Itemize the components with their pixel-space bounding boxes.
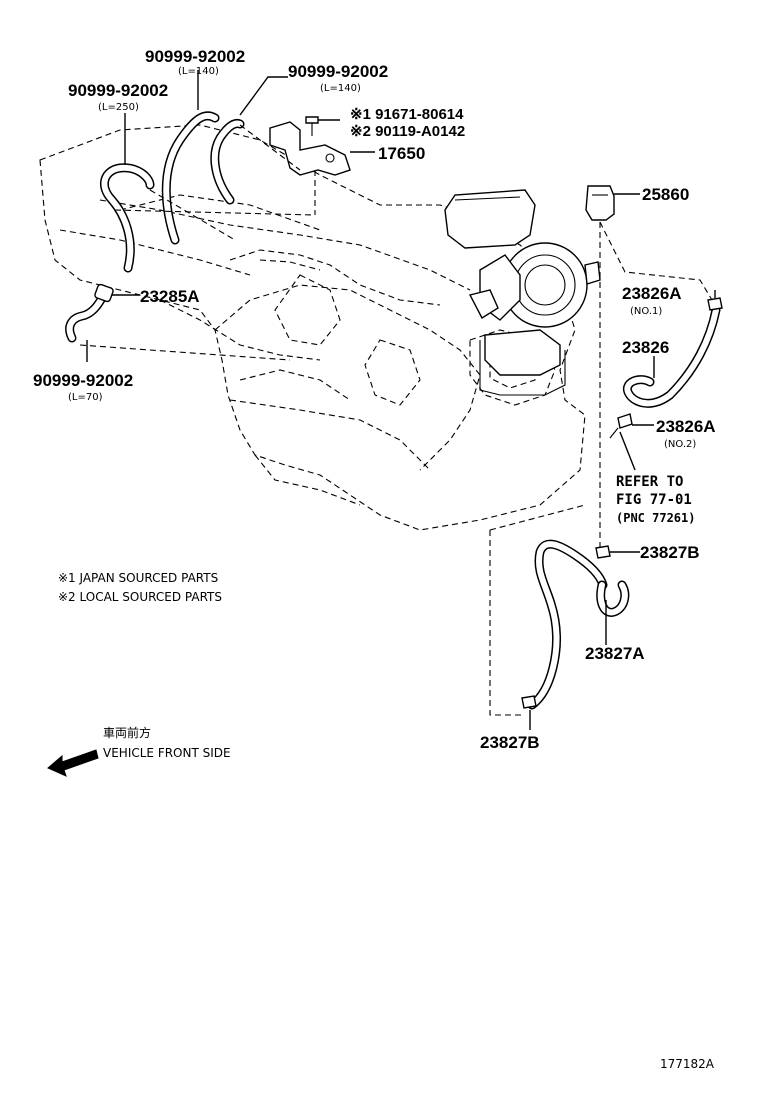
label-90999-92002-d: 90999-92002 — [33, 371, 133, 390]
label-90999-92002-c-length: (L=250) — [98, 102, 139, 113]
label-90999-92002-d-length: (L=70) — [68, 392, 103, 403]
label-23827b-upper: 23827B — [640, 543, 700, 562]
small-parts — [94, 116, 723, 709]
arrow-left-icon — [47, 749, 99, 777]
label-90999-92002-b-length: (L=140) — [320, 83, 361, 94]
label-90999-92002-b: 90999-92002 — [288, 62, 388, 81]
refer-to-line1: REFER TO — [616, 474, 683, 490]
label-23285a: 23285A — [140, 287, 200, 306]
engine-outline — [39, 124, 586, 531]
refer-to-line2: FIG 77-01 — [616, 492, 692, 508]
leader-lines — [79, 70, 716, 730]
label-23827b-lower: 23827B — [480, 733, 540, 752]
vehicle-front-jp: 車両前方 — [103, 725, 151, 740]
label-90999-92002-c: 90999-92002 — [68, 81, 168, 100]
label-91671-80614: ※1 91671-80614 — [350, 106, 464, 123]
notes: ※1 JAPAN SOURCED PARTS ※2 LOCAL SOURCED … — [58, 571, 222, 604]
label-90999-92002-a-length: (L=140) — [178, 66, 219, 77]
vehicle-front-en: VEHICLE FRONT SIDE — [103, 746, 231, 760]
throttle-body — [444, 189, 601, 396]
figure-id: 177182A — [660, 1057, 715, 1071]
vehicle-front-indicator: 車両前方 VEHICLE FRONT SIDE — [47, 725, 231, 777]
label-23826: 23826 — [622, 338, 669, 357]
label-25860: 25860 — [642, 185, 689, 204]
part-labels: 90999-92002 (L=140) 90999-92002 (L=140) … — [33, 47, 716, 752]
label-17650: 17650 — [378, 144, 425, 163]
note-local-sourced: ※2 LOCAL SOURCED PARTS — [58, 590, 222, 604]
note-japan-sourced: ※1 JAPAN SOURCED PARTS — [58, 571, 218, 585]
label-90119-a0142: ※2 90119-A0142 — [350, 123, 465, 140]
label-23827a: 23827A — [585, 644, 645, 663]
label-90999-92002-a: 90999-92002 — [145, 47, 245, 66]
refer-to-line3: (PNC 77261) — [616, 511, 695, 525]
label-23826a-no1: 23826A — [622, 284, 682, 303]
label-23826a-no2-sub: (NO.2) — [664, 439, 696, 450]
label-23826a-no1-sub: (NO.1) — [630, 306, 662, 317]
hoses — [65, 111, 721, 710]
label-23826a-no2: 23826A — [656, 417, 716, 436]
